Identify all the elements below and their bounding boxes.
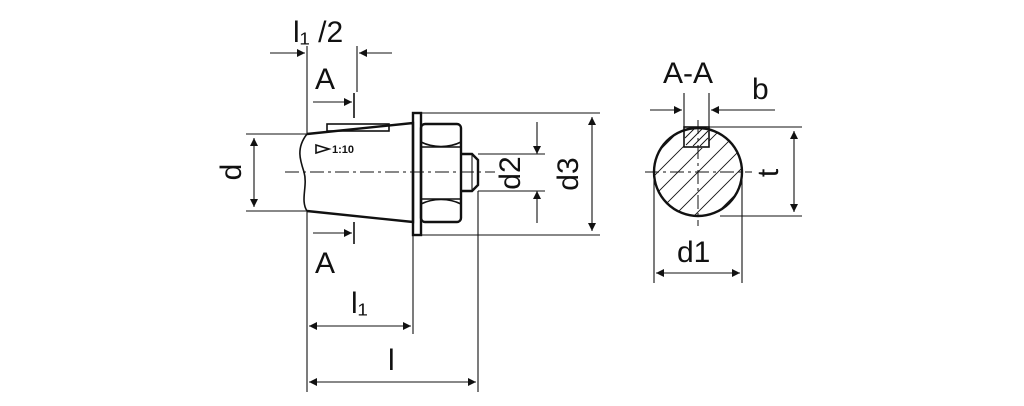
key-hatch [684, 127, 709, 147]
section-title: A-A [663, 57, 713, 90]
section-mark-top: A [315, 63, 335, 96]
taper-label: 1:10 [332, 144, 354, 156]
section-key [683, 126, 710, 148]
dim-d2-label: d2 [494, 156, 527, 189]
dim-l1-label: l₁ [351, 287, 368, 320]
dim-l1-half-label: l₁ /2 [293, 16, 343, 49]
section-mark-bottom: A [315, 247, 335, 280]
taper-symbol [315, 143, 332, 155]
dim-d1-label: d1 [677, 236, 710, 269]
break-line [299, 133, 308, 212]
threaded-end [461, 152, 480, 193]
section-view: A-A b t d1 [645, 57, 802, 283]
dim-l-label: l [388, 344, 395, 377]
dim-b-label: b [752, 73, 769, 106]
dim-t-label: t [752, 168, 785, 177]
key [326, 123, 390, 132]
dim-d-label: d [215, 164, 248, 181]
dim-d3-label: d3 [552, 157, 585, 190]
side-view: 1:10 d d2 d3 [215, 16, 600, 392]
hex-nut [419, 122, 463, 224]
